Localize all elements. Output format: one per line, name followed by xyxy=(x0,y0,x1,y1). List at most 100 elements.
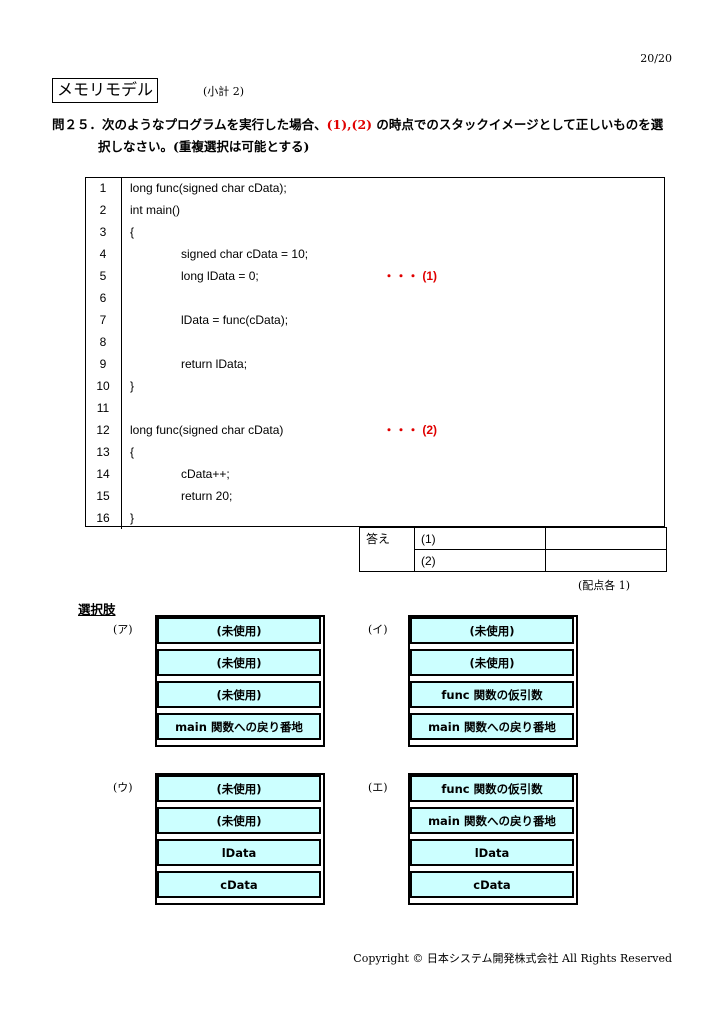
line-number: 14 xyxy=(85,463,122,485)
code-text: return 20; xyxy=(181,489,233,503)
code-text: } xyxy=(130,511,135,525)
option-a-stack[interactable]: (未使用) (未使用) (未使用) main 関数への戻り番地 xyxy=(155,615,325,747)
code-text: long func(signed char cData) xyxy=(130,423,284,437)
code-row: 15 return 20; xyxy=(85,485,665,507)
code-cell: lData = func(cData); xyxy=(122,309,666,331)
line-number: 16 xyxy=(85,507,122,529)
option-b-cell-2: (未使用) xyxy=(410,649,574,676)
option-a-cell-1: (未使用) xyxy=(157,617,321,644)
option-b-cell-3: func 関数の仮引数 xyxy=(410,681,574,708)
option-b-cell-1: (未使用) xyxy=(410,617,574,644)
code-row: 2 int main() xyxy=(85,199,665,221)
code-text: long func(signed char cData); xyxy=(130,181,287,195)
code-row: 6 xyxy=(85,287,665,309)
option-d-cell-3: lData xyxy=(410,839,574,866)
point-marker: ・・・ (1) xyxy=(383,269,438,283)
code-text: lData = func(cData); xyxy=(181,313,289,327)
line-number: 12 xyxy=(85,419,122,441)
option-b-cell-4: main 関数への戻り番地 xyxy=(410,713,574,740)
code-cell: { xyxy=(122,221,666,243)
line-number: 4 xyxy=(85,243,122,265)
answer-label: 答え xyxy=(359,527,415,572)
code-row: 4 signed char cData = 10; xyxy=(85,243,665,265)
code-row: 11 xyxy=(85,397,665,419)
option-c-cell-2: (未使用) xyxy=(157,807,321,834)
code-text: { xyxy=(130,445,135,459)
code-cell: return 20; xyxy=(122,485,666,507)
option-a-cell-4: main 関数への戻り番地 xyxy=(157,713,321,740)
section-title: メモリモデル xyxy=(52,78,159,103)
code-text: { xyxy=(130,225,135,239)
code-text: cData++; xyxy=(181,467,230,481)
line-number: 5 xyxy=(85,265,122,287)
code-row: 13 { xyxy=(85,441,665,463)
code-text: } xyxy=(130,379,135,393)
code-cell: long func(signed char cData); xyxy=(122,177,666,199)
code-cell: long lData = 0; ・・・ (1) xyxy=(122,265,666,287)
line-number: 13 xyxy=(85,441,122,463)
page-number: 20/20 xyxy=(640,52,672,65)
code-cell xyxy=(122,331,666,353)
option-a-label: (ア) xyxy=(113,623,133,636)
answer-row-1-label: (1) xyxy=(414,527,546,550)
code-row: 10} xyxy=(85,375,665,397)
option-d-cell-2: main 関数への戻り番地 xyxy=(410,807,574,834)
line-number: 1 xyxy=(85,177,122,199)
option-a-cell-2: (未使用) xyxy=(157,649,321,676)
option-d-cell-1: func 関数の仮引数 xyxy=(410,775,574,802)
code-row: 5 long lData = 0; ・・・ (1) xyxy=(85,265,665,287)
option-d-stack[interactable]: func 関数の仮引数 main 関数への戻り番地 lData cData xyxy=(408,773,578,905)
code-text: long lData = 0; xyxy=(181,269,259,283)
option-a-cell-3: (未使用) xyxy=(157,681,321,708)
question-marker-1: (1) xyxy=(326,117,348,132)
option-c-cell-3: lData xyxy=(157,839,321,866)
option-c-cell-4: cData xyxy=(157,871,321,898)
line-number: 8 xyxy=(85,331,122,353)
code-listing: 1 long func(signed char cData); 2 int main(… xyxy=(85,177,665,529)
code-cell xyxy=(122,287,666,309)
code-cell: } xyxy=(122,375,666,397)
line-number: 3 xyxy=(85,221,122,243)
code-cell: int main() xyxy=(122,199,666,221)
line-number: 10 xyxy=(85,375,122,397)
option-d-label: (エ) xyxy=(368,781,388,794)
code-row: 1 long func(signed char cData); xyxy=(85,177,665,199)
line-number: 9 xyxy=(85,353,122,375)
code-row: 7 lData = func(cData); xyxy=(85,309,665,331)
option-c-label: (ウ) xyxy=(113,781,133,794)
answer-field-2[interactable] xyxy=(545,549,667,572)
point-marker: ・・・ (2) xyxy=(383,423,438,437)
choices-title: 選択肢 xyxy=(78,602,116,617)
code-cell: return lData; xyxy=(122,353,666,375)
code-row: 12 long func(signed char cData) ・・・ (2) xyxy=(85,419,665,441)
line-number: 15 xyxy=(85,485,122,507)
line-number: 2 xyxy=(85,199,122,221)
code-cell: cData++; xyxy=(122,463,666,485)
option-d-cell-4: cData xyxy=(410,871,574,898)
option-c-cell-1: (未使用) xyxy=(157,775,321,802)
answer-field-1[interactable] xyxy=(545,527,667,550)
code-cell xyxy=(122,397,666,419)
question-separator: , xyxy=(347,117,352,132)
code-row: 14 cData++; xyxy=(85,463,665,485)
line-number: 11 xyxy=(85,397,122,419)
code-text: int main() xyxy=(130,203,181,217)
code-row: 16} xyxy=(85,507,665,529)
subtotal: (小計 2) xyxy=(203,85,245,98)
code-cell: signed char cData = 10; xyxy=(122,243,666,265)
line-number: 6 xyxy=(85,287,122,309)
option-b-label: (イ) xyxy=(368,623,388,636)
points-note: (配点各 1) xyxy=(578,579,631,592)
option-b-stack[interactable]: (未使用) (未使用) func 関数の仮引数 main 関数への戻り番地 xyxy=(408,615,578,747)
code-cell: { xyxy=(122,441,666,463)
code-text: signed char cData = 10; xyxy=(181,247,309,261)
option-c-stack[interactable]: (未使用) (未使用) lData cData xyxy=(155,773,325,905)
code-row: 8 xyxy=(85,331,665,353)
line-number: 7 xyxy=(85,309,122,331)
question-marker-2: (2) xyxy=(351,117,373,132)
code-cell: } xyxy=(122,507,666,529)
copyright: Copyright © 日本システム開発株式会社 All Rights Rese… xyxy=(353,952,672,965)
question-line-2: 択しなさい。(重複選択は可能とする) xyxy=(98,139,310,154)
question-suffix: の時点でのスタックイメージとして正しいものを選 xyxy=(372,117,664,132)
